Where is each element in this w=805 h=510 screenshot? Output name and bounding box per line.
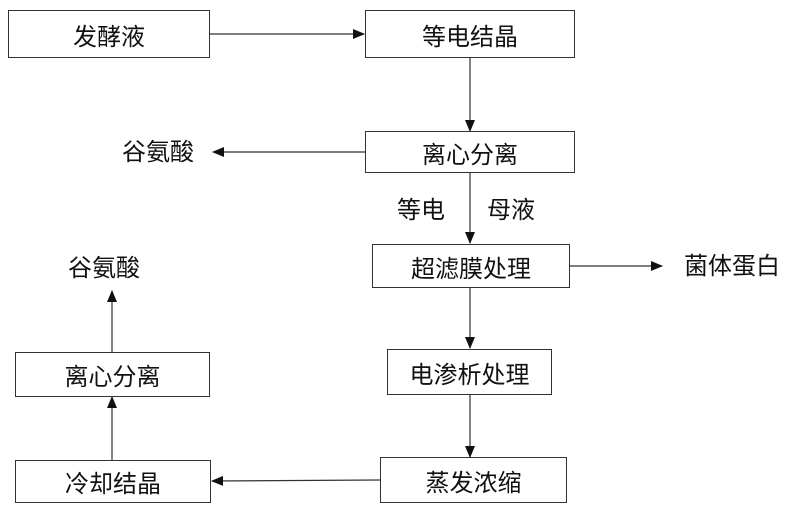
output-bacterial-protein: 菌体蛋白 [684,254,780,278]
node-label: 发酵液 [73,17,145,52]
node-fermentation-broth: 发酵液 [8,10,210,58]
output-glutamic-acid-2: 谷氨酸 [68,256,140,280]
node-label: 冷却结晶 [65,464,161,499]
node-centrifugation-1: 离心分离 [365,131,575,173]
node-evaporation-concentration: 蒸发浓缩 [380,457,567,503]
node-centrifugation-2: 离心分离 [15,352,210,397]
node-ultrafiltration: 超滤膜处理 [372,244,570,288]
node-label: 电渗析处理 [410,355,530,390]
node-cooling-crystallization: 冷却结晶 [15,460,211,503]
arrow-evaporation-to-cooling [212,480,380,481]
node-label: 离心分离 [65,357,161,392]
node-label: 超滤膜处理 [411,249,531,284]
node-label: 等电结晶 [422,17,518,52]
node-label: 蒸发浓缩 [426,463,522,498]
node-electrodialysis: 电渗析处理 [387,349,552,395]
node-isoelectric-crystallization: 等电结晶 [365,10,575,58]
output-glutamic-acid-1: 谷氨酸 [122,140,194,164]
edge-label-isoelectric: 等电 [397,198,445,222]
edge-label-mother-liquor: 母液 [487,198,535,222]
node-label: 离心分离 [422,135,518,170]
